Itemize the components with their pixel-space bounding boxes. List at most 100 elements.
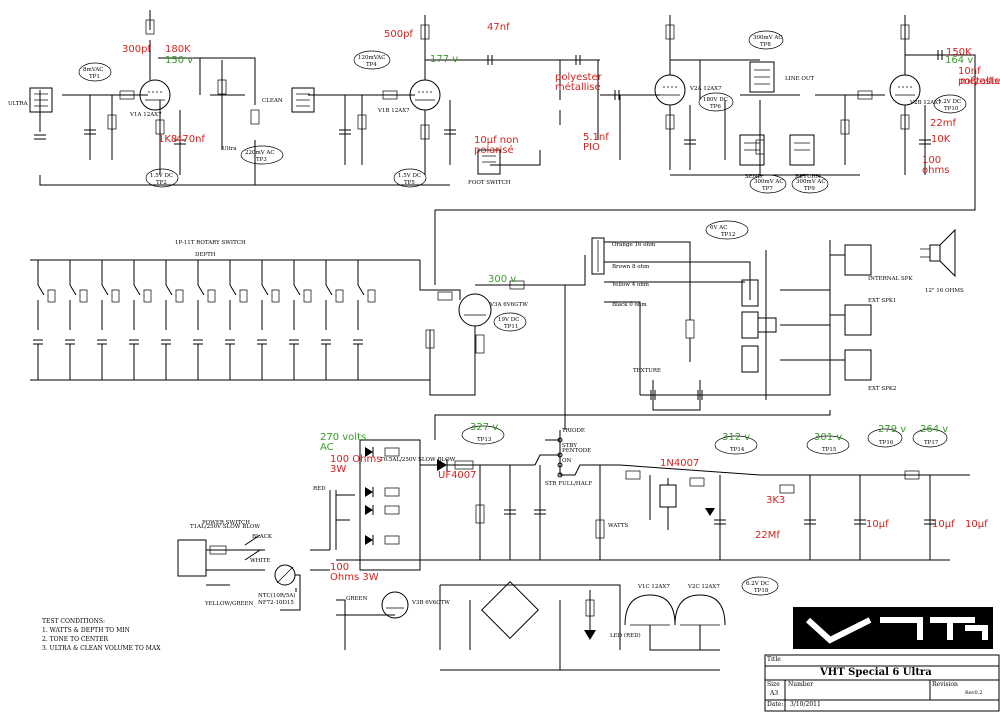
test-point-ellipse	[791, 174, 829, 194]
annotation-green: 327 v	[470, 422, 498, 433]
annotation-red: 10K	[931, 134, 951, 145]
switch-resistor	[271, 289, 280, 303]
test-point-id: TP7	[762, 186, 773, 192]
test-point-ellipse	[806, 435, 850, 455]
label-ultra: ULTRA	[8, 101, 29, 107]
annotation-green: 177 v	[430, 54, 458, 65]
speaker-icon	[929, 244, 941, 262]
annotation-red: 10µf non	[474, 135, 519, 146]
annotation-green: 300 v	[488, 274, 516, 285]
test-point-ellipse	[749, 174, 787, 194]
annotation-red: 500pf	[384, 29, 413, 40]
annotation-red: 470nf	[176, 134, 205, 145]
switch-contact	[165, 284, 173, 296]
label-brown: Brown 8 ohm	[612, 264, 650, 270]
test-point-id: TP15	[822, 447, 837, 453]
test-point-ellipse	[698, 92, 734, 112]
tube-label: V2B 12AX7	[909, 100, 942, 106]
test-point-value: 1.2V DC	[938, 99, 961, 105]
test-point-value: 6.2V DC	[746, 581, 769, 587]
label-line-out: LINE OUT	[785, 76, 815, 82]
label-red-w: RED	[313, 486, 326, 492]
test-point-id: TP9	[804, 186, 815, 192]
title-block	[764, 654, 1000, 712]
tube-label: V3B 6V6GTW	[411, 600, 450, 606]
label-black-w: BLACK	[252, 534, 273, 540]
test-point-id: TP8	[760, 42, 771, 48]
label-triode: TRIODE	[562, 428, 585, 434]
diode-symbol	[365, 487, 373, 497]
test-point-value: 300mV AC	[754, 179, 784, 185]
test-point-value: 1.5V DC	[398, 173, 421, 179]
tube-label: V1B 12AX7	[377, 108, 410, 114]
test-point-value: 180V DC	[703, 97, 728, 103]
test-point-id: TP10	[944, 106, 959, 112]
annotation-green: 301 v	[814, 432, 842, 443]
tube-label: V1C 12AX7	[637, 584, 670, 590]
label-rotary: 1P-11T ROTARY SWITCH	[175, 240, 246, 246]
label-fuse3: T0.5AL/250V SLOW BLOW	[380, 457, 456, 463]
test-point-value: 120mVAC	[358, 55, 386, 61]
jack-foot-switch	[477, 149, 501, 175]
switch-contact	[261, 284, 269, 296]
test-point-id: TP4	[366, 62, 377, 68]
output-stage	[425, 228, 956, 440]
annotation-red: 180K	[165, 44, 191, 55]
test-point-ellipse	[748, 30, 784, 50]
test-point-ellipse	[912, 428, 948, 448]
switch-resistor	[239, 289, 248, 303]
tube-label: V2A 12AX7	[689, 86, 722, 92]
diode-symbol	[365, 447, 373, 457]
annotation-red: polyester	[958, 76, 1000, 87]
switch-contact	[37, 284, 45, 296]
annotation-red: métallisé	[555, 81, 601, 93]
annotation-red: UF4007	[438, 470, 477, 481]
test-point-ellipse	[240, 145, 284, 165]
test-point-ellipse	[705, 220, 749, 240]
label-depth: DEPTH	[195, 252, 216, 258]
diode-symbol	[365, 535, 373, 545]
test-condition-3: 3. ULTRA & CLEAN VOLUME TO MAX	[42, 645, 161, 652]
diode-resistor	[384, 535, 400, 545]
label-str-full-half: STR FULL/HALF	[545, 481, 592, 487]
annotation-red: 3K3	[766, 495, 785, 506]
annotation-red: ohms	[922, 165, 949, 176]
switch-resistor	[335, 289, 344, 303]
label-white-w: WHITE	[250, 558, 270, 564]
switch-resistor	[367, 289, 376, 303]
test-point-id: TP13	[477, 437, 492, 443]
test-point-value: 8mVAC	[83, 67, 104, 73]
label-on: ON	[562, 458, 572, 464]
annotation-red: PIO	[583, 142, 600, 153]
test-point-ellipse	[353, 50, 391, 70]
annotation-red: 47nf	[487, 22, 510, 33]
test-point-id: TP11	[504, 324, 518, 330]
diode-resistor	[384, 505, 400, 515]
test-point-ellipse	[741, 576, 779, 596]
label-speaker: 12" 16 OHMS	[925, 288, 964, 294]
tube-v2b	[889, 74, 921, 106]
label-pentode: PENTODE	[562, 448, 591, 454]
jack-line-out	[749, 61, 775, 93]
annotation-green: 264 v	[920, 424, 948, 435]
test-point-ellipse	[933, 94, 967, 114]
diode-resistor	[384, 487, 400, 497]
tube-v1b	[409, 79, 441, 111]
annotation-red: 150K	[946, 47, 972, 58]
switch-resistor	[47, 289, 56, 303]
test-point-value: 19V DC	[498, 317, 519, 323]
label-orange: Orange 16 ohm	[612, 242, 656, 248]
test-point-id: TP5	[404, 180, 415, 186]
preamp-wiring	[39, 10, 976, 285]
label-yellow: Yellow 4 ohm	[611, 282, 650, 288]
test-point-id: TP2	[156, 180, 167, 186]
label-fuse1: T1AL/250V SLOW BLOW	[190, 524, 260, 530]
switch-contact	[197, 284, 205, 296]
label-yellow-green: YELLOW/GREEN	[204, 601, 254, 607]
switch-resistor	[303, 289, 312, 303]
test-point-value: 6V AC	[710, 225, 727, 231]
annotation-red: métallisé	[960, 75, 1000, 87]
test-point-id: TP1	[89, 74, 100, 80]
